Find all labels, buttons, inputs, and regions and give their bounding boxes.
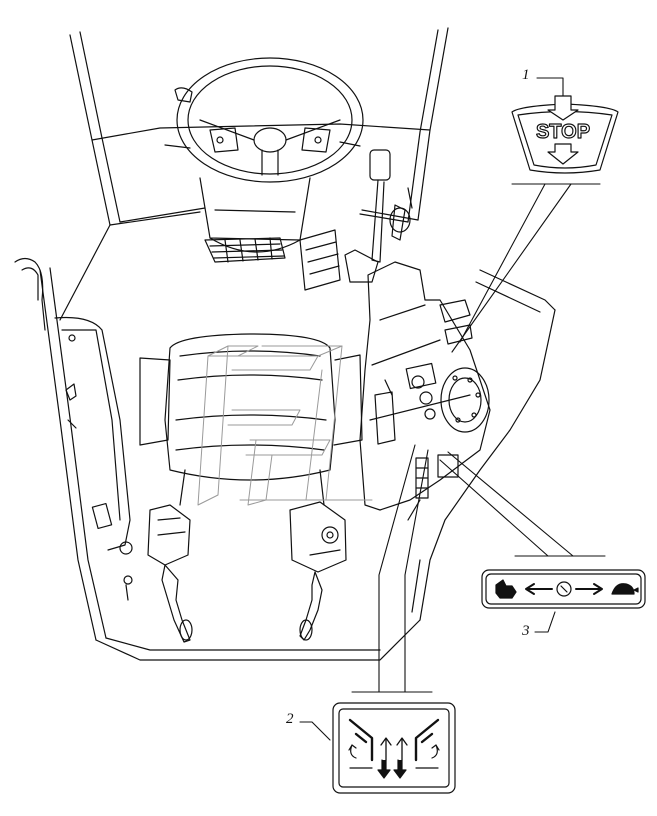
rotate-icon-right <box>431 744 440 759</box>
right-control-console <box>359 261 491 521</box>
leader-3-line-a <box>439 459 549 557</box>
operator-seat <box>139 333 363 506</box>
rotate-icon-left <box>348 744 357 759</box>
foot-pedals <box>204 229 341 291</box>
steering-wheel <box>164 57 364 253</box>
watermark-logo <box>197 345 373 506</box>
gear-levers <box>344 149 413 283</box>
arrow-up-icon <box>380 737 392 761</box>
arrow-down-icon <box>377 759 391 779</box>
joystick-levers <box>123 501 347 643</box>
leader-2 <box>299 721 331 741</box>
speed-decal <box>481 569 646 609</box>
left-door-pillar <box>14 257 133 555</box>
callout-leaders <box>299 77 606 741</box>
arrow-right-icon <box>575 583 603 595</box>
leader-2-line-a <box>378 444 416 693</box>
stop-decal: STOP <box>511 95 619 174</box>
callout-number-3: 3 <box>522 623 530 639</box>
arrow-left-icon <box>525 583 553 595</box>
lift-arm-right-icon <box>414 718 440 762</box>
leader-3 <box>534 611 556 633</box>
turtle-icon <box>611 583 639 595</box>
rabbit-icon <box>495 579 517 599</box>
leader-1-line-a <box>459 183 546 343</box>
arrow-up-icon-2 <box>396 737 408 761</box>
callout-number-1: 1 <box>522 67 530 83</box>
dial-icon <box>556 581 572 597</box>
lift-lower-decal <box>332 702 456 794</box>
callout-number-2: 2 <box>286 711 294 727</box>
lift-arm-left-icon <box>348 718 374 762</box>
stop-label: STOP <box>536 121 590 143</box>
leader-1-line-b <box>451 183 572 353</box>
leader-2-line-b <box>404 449 429 693</box>
cab-frame <box>39 27 556 661</box>
arrow-down-icon-2 <box>393 759 407 779</box>
leader-3-line-b <box>447 451 574 557</box>
